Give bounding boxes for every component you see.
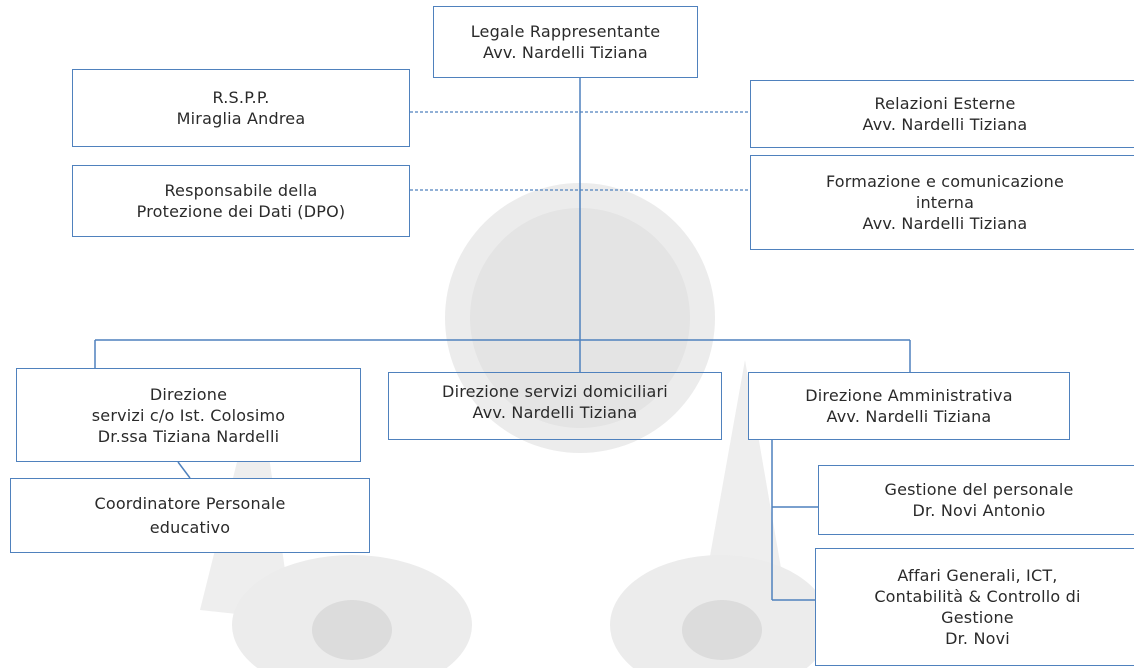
node-affari-generali: Affari Generali, ICT, Contabilità & Cont… bbox=[815, 548, 1134, 666]
node-name: Avv. Nardelli Tiziana bbox=[862, 214, 1028, 233]
node-rspp: R.S.P.P. Miraglia Andrea bbox=[72, 69, 410, 147]
node-line: Coordinatore Personale bbox=[94, 493, 286, 513]
node-line: Responsabile della bbox=[164, 181, 318, 200]
node-line: Direzione bbox=[149, 384, 228, 404]
node-dpo: Responsabile della Protezione dei Dati (… bbox=[72, 165, 410, 237]
node-gestione-personale: Gestione del personale Dr. Novi Antonio bbox=[818, 465, 1134, 535]
node-name: Miraglia Andrea bbox=[176, 109, 306, 128]
node-line: Affari Generali, ICT, bbox=[897, 566, 1058, 585]
node-line: Contabilità & Controllo di bbox=[874, 587, 1081, 606]
node-name: Avv. Nardelli Tiziana bbox=[483, 43, 648, 62]
node-line: interna bbox=[915, 193, 975, 212]
node-role: R.S.P.P. bbox=[212, 88, 270, 107]
node-name: Avv. Nardelli Tiziana bbox=[472, 403, 638, 422]
node-role: Direzione Amministrativa bbox=[805, 386, 1013, 405]
node-line: Protezione dei Dati (DPO) bbox=[136, 202, 346, 221]
node-name: Dr. Novi bbox=[945, 629, 1010, 648]
node-name: Dr.ssa Tiziana Nardelli bbox=[97, 426, 280, 446]
node-line: Formazione e comunicazione bbox=[825, 172, 1065, 191]
node-line: servizi c/o Ist. Colosimo bbox=[91, 405, 286, 425]
node-line: educativo bbox=[149, 517, 231, 537]
node-name: Avv. Nardelli Tiziana bbox=[862, 115, 1028, 134]
node-name: Dr. Novi Antonio bbox=[912, 501, 1046, 520]
node-direzione-amministrativa: Direzione Amministrativa Avv. Nardelli T… bbox=[748, 372, 1070, 440]
node-role: Relazioni Esterne bbox=[874, 94, 1016, 113]
node-direzione-colosimo: Direzione servizi c/o Ist. Colosimo Dr.s… bbox=[16, 368, 361, 462]
node-coordinatore-personale: Coordinatore Personale educativo bbox=[10, 478, 370, 553]
node-formazione: Formazione e comunicazione interna Avv. … bbox=[750, 155, 1134, 250]
node-role: Gestione del personale bbox=[884, 480, 1074, 499]
node-relazioni-esterne: Relazioni Esterne Avv. Nardelli Tiziana bbox=[750, 80, 1134, 148]
node-role: Legale Rappresentante bbox=[470, 22, 661, 41]
node-direzione-domiciliari: Direzione servizi domiciliari Avv. Narde… bbox=[388, 372, 722, 440]
node-name: Avv. Nardelli Tiziana bbox=[826, 407, 992, 426]
node-line: Gestione bbox=[941, 608, 1014, 627]
node-legale-rappresentante: Legale Rappresentante Avv. Nardelli Tizi… bbox=[433, 6, 698, 78]
node-role: Direzione servizi domiciliari bbox=[442, 382, 668, 401]
